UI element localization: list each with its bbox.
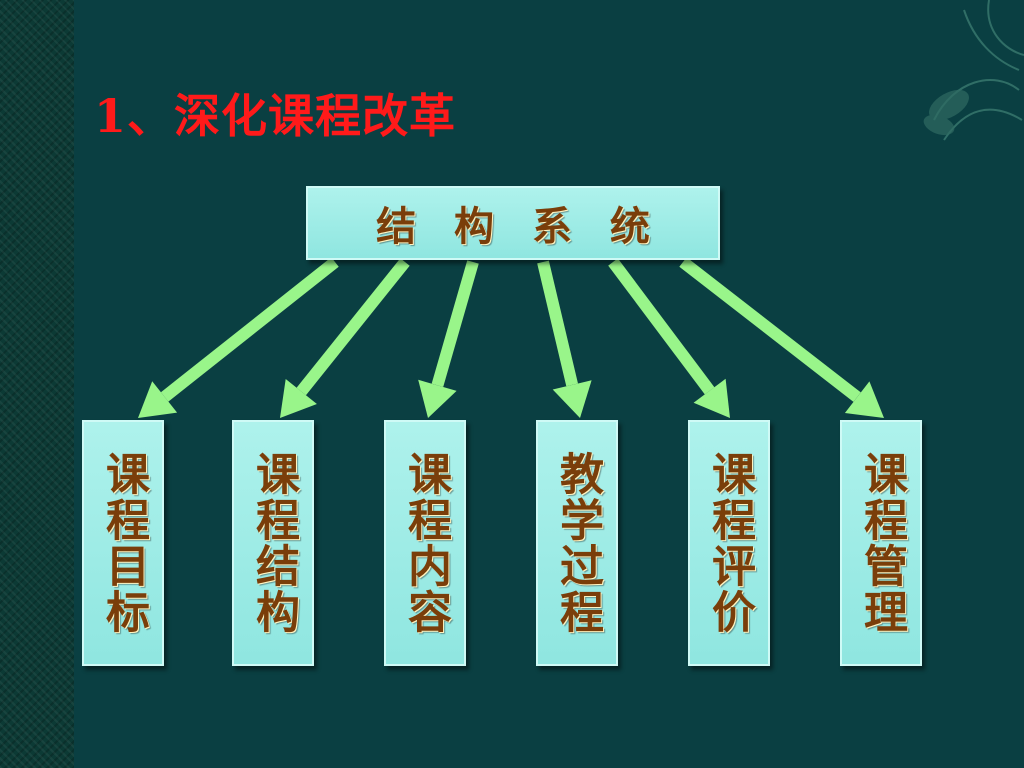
arrow-head xyxy=(844,381,884,418)
arrow-shaft xyxy=(431,260,479,387)
butterfly-decoration-icon xyxy=(923,0,1024,141)
child-node-label: 课程评价 xyxy=(704,451,755,635)
root-node-label: 结 构 系 统 xyxy=(376,203,662,250)
arrow-head xyxy=(280,379,317,418)
arrow-head xyxy=(138,381,178,418)
arrow-shaft xyxy=(679,257,861,402)
child-node-label: 课程目标 xyxy=(98,451,149,635)
child-node-box: 课程结构 xyxy=(232,420,314,666)
arrow-shaft xyxy=(608,258,715,395)
arrow-head xyxy=(552,380,592,418)
child-node-label: 课程管理 xyxy=(856,451,907,635)
slide-title: 1、深化课程改革 xyxy=(94,89,457,143)
decorative-left-strip xyxy=(0,0,74,768)
arrow-head xyxy=(418,379,457,418)
child-node-box: 课程目标 xyxy=(82,420,164,666)
arrow-shaft xyxy=(296,258,410,396)
child-node-box: 课程管理 xyxy=(840,420,922,666)
child-node-label: 课程结构 xyxy=(248,451,299,635)
root-node-box: 结 构 系 统 xyxy=(306,186,720,260)
arrow-shaft xyxy=(537,260,578,387)
arrow-shaft xyxy=(160,257,339,402)
child-node-label: 课程内容 xyxy=(400,451,451,635)
child-node-box: 教学过程 xyxy=(536,420,618,666)
child-node-box: 课程内容 xyxy=(384,420,466,666)
child-node-box: 课程评价 xyxy=(688,420,770,666)
arrow-head xyxy=(693,378,730,418)
child-node-label: 教学过程 xyxy=(552,451,603,635)
